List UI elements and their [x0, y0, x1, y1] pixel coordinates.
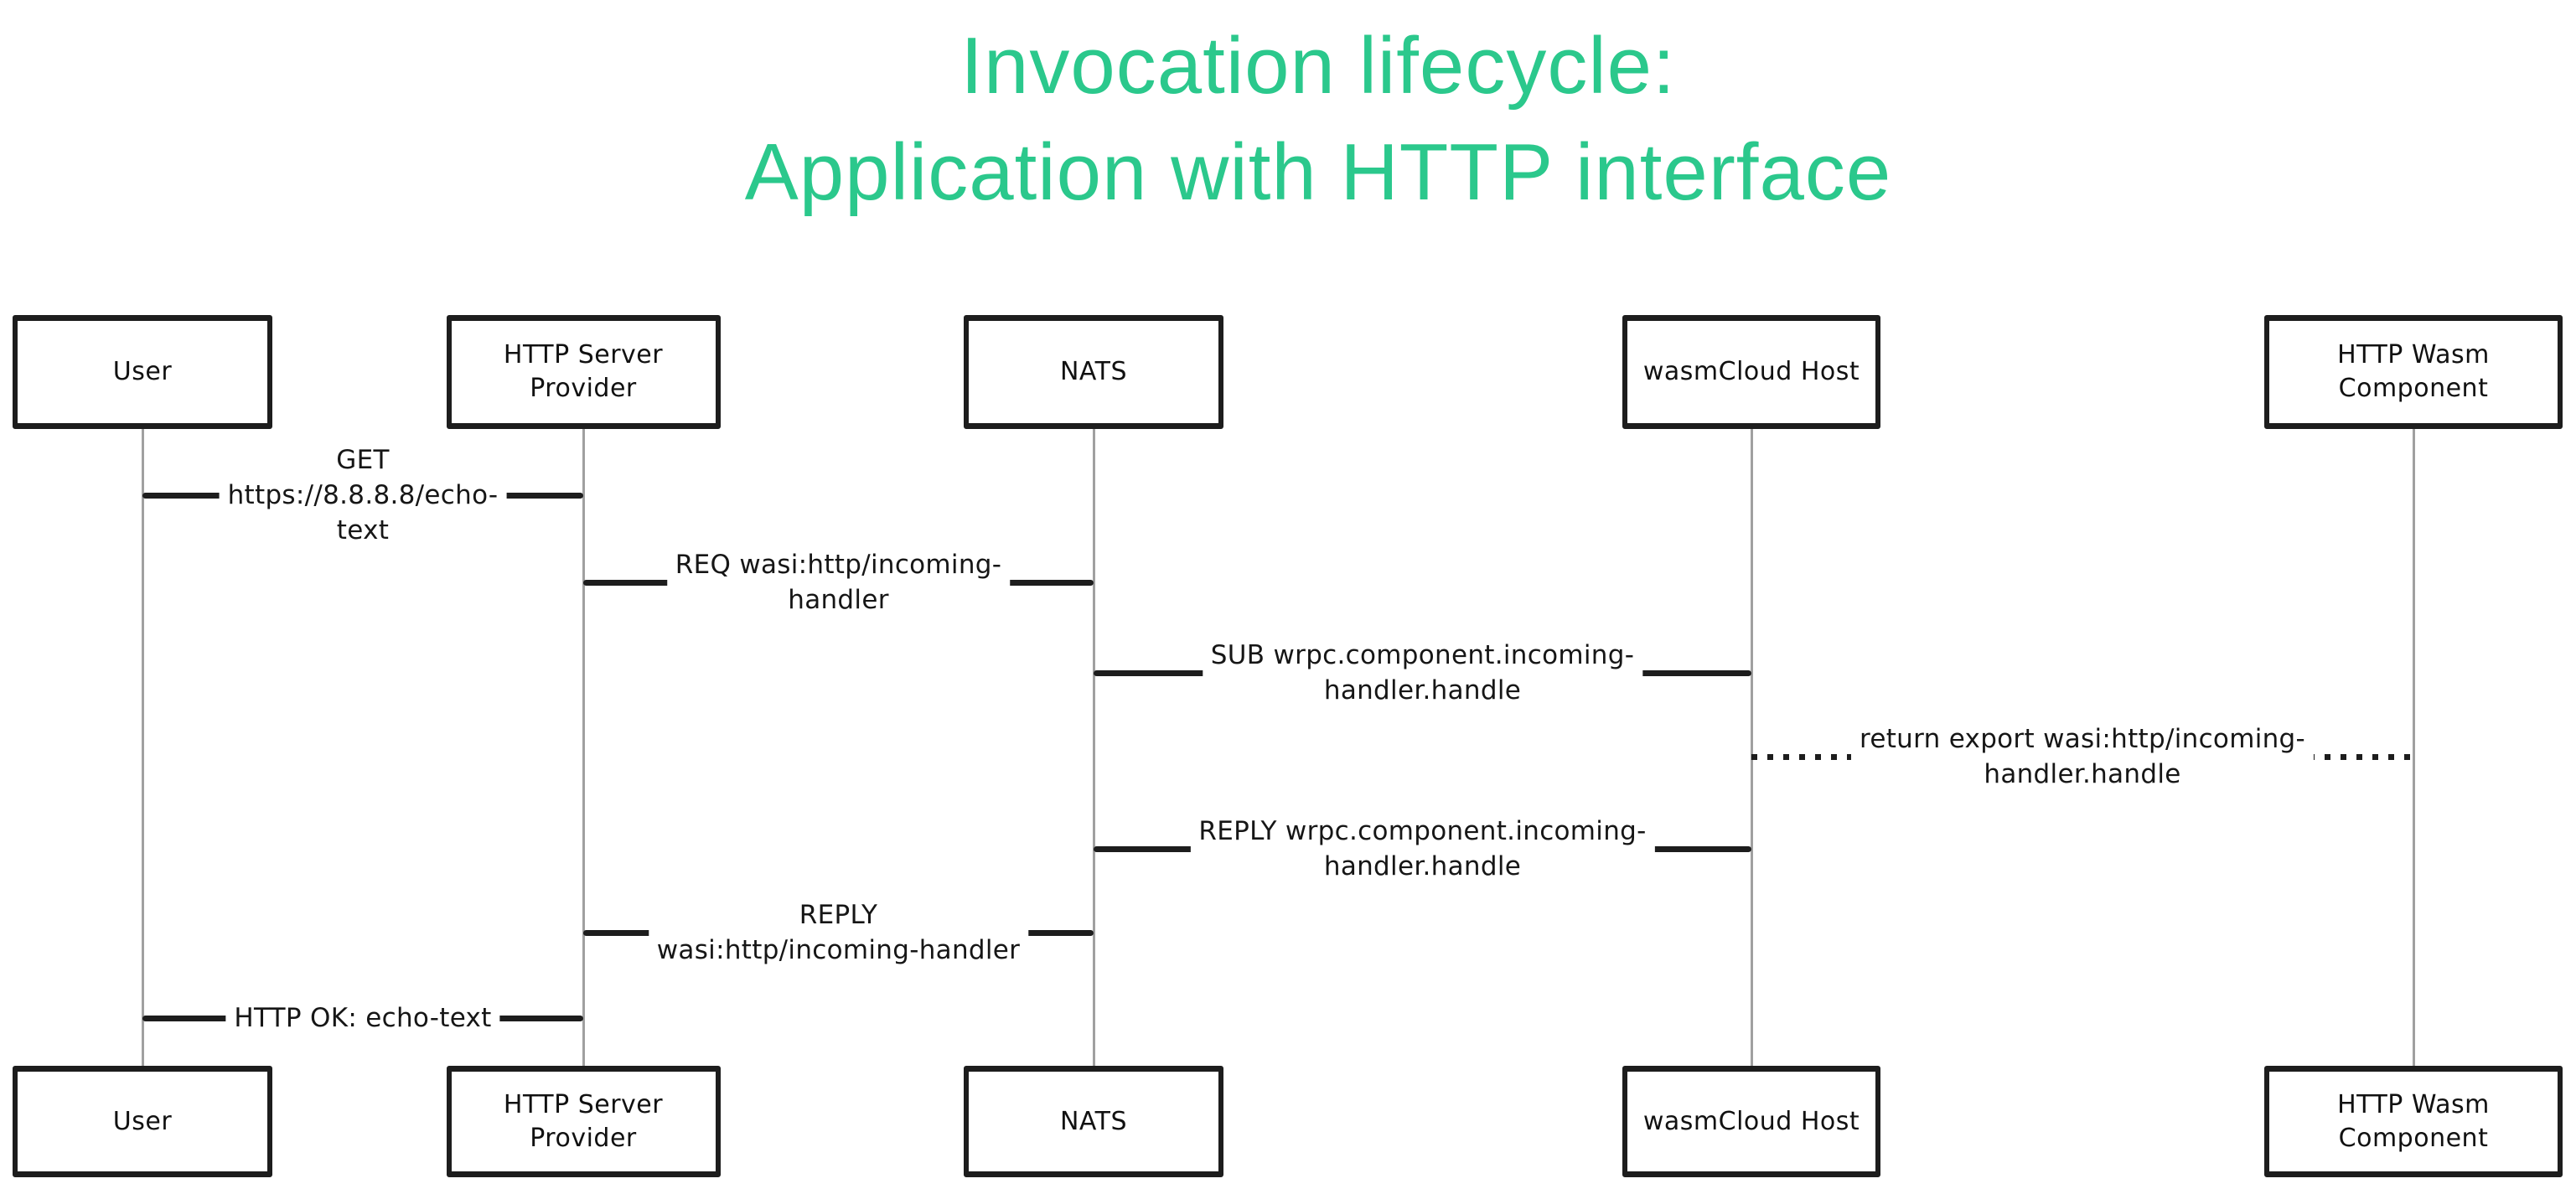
message-label-0: GET https://8.8.8.8/echo-text	[219, 442, 507, 548]
actor-label-nats: NATS	[1060, 1105, 1127, 1139]
actor-label-line: User	[112, 1106, 173, 1136]
diagram-title: Invocation lifecycle: Application with H…	[0, 13, 2576, 225]
message-label-line: HTTP OK: echo-text	[234, 1003, 492, 1033]
message-label-line: handler.handle	[1323, 851, 1522, 881]
diagram-title-line-1: Invocation lifecycle:	[960, 21, 1676, 111]
lifeline-user	[141, 426, 144, 1069]
lifeline-wasmcloud-host	[1750, 426, 1753, 1069]
actor-label-line: NATS	[1059, 357, 1127, 386]
actor-label-user: User	[113, 355, 172, 389]
actor-label-line: HTTP Server	[503, 340, 664, 370]
actor-label-wasmcloud-host: wasmCloud Host	[1643, 355, 1860, 389]
message-label-line: GET	[336, 445, 390, 475]
actor-box-top-nats: NATS	[964, 315, 1223, 429]
actor-label-wasmcloud-host: wasmCloud Host	[1643, 1105, 1860, 1139]
message-label-line: REPLY wrpc.component.incoming-	[1198, 816, 1647, 846]
message-label-6: HTTP OK: echo-text	[225, 1000, 500, 1036]
message-label-3: return export wasi:http/incoming-handler…	[1850, 721, 2315, 792]
actor-label-line: Component	[2338, 1123, 2489, 1153]
message-label-line: REPLY	[799, 900, 878, 930]
message-label-line: handler	[788, 585, 889, 615]
actor-label-line: User	[112, 357, 173, 386]
actor-label-line: wasmCloud Host	[1642, 357, 1860, 386]
actor-label-line: HTTP Server	[503, 1089, 664, 1119]
actor-label-user: User	[113, 1105, 172, 1139]
actor-box-bottom-nats: NATS	[964, 1066, 1223, 1177]
message-label-line: handler.handle	[1984, 759, 2181, 789]
message-label-line: text	[336, 515, 390, 545]
message-label-line: SUB wrpc.component.incoming-	[1210, 640, 1635, 670]
message-label-1: REQ wasi:http/incoming-handler	[666, 547, 1011, 618]
message-label-line: REQ wasi:http/incoming-	[675, 550, 1002, 580]
actor-label-line: Provider	[530, 1123, 637, 1153]
message-label-5: REPLY wasi:http/incoming-handler	[648, 897, 1029, 968]
lifeline-nats	[1092, 426, 1095, 1069]
actor-label-line: Provider	[530, 374, 637, 403]
lifeline-http-server-provider	[582, 426, 585, 1069]
message-label-4: REPLY wrpc.component.incoming-handler.ha…	[1190, 814, 1655, 884]
actor-box-bottom-wasmcloud-host: wasmCloud Host	[1622, 1066, 1880, 1177]
actor-label-line: HTTP Wasm	[2337, 1089, 2490, 1119]
diagram-title-line-2: Application with HTTP interface	[744, 127, 1892, 217]
message-label-2: SUB wrpc.component.incoming-handler.hand…	[1202, 638, 1643, 708]
actor-label-nats: NATS	[1060, 355, 1127, 389]
actor-label-line: wasmCloud Host	[1642, 1106, 1860, 1136]
actor-label-line: HTTP Wasm	[2337, 340, 2490, 370]
message-label-line: return export wasi:http/incoming-	[1859, 724, 2306, 754]
actor-label-line: NATS	[1059, 1106, 1127, 1136]
message-label-line: handler.handle	[1323, 675, 1522, 706]
actor-box-top-wasmcloud-host: wasmCloud Host	[1622, 315, 1880, 429]
message-label-line: https://8.8.8.8/echo-	[227, 480, 499, 510]
message-label-line: wasi:http/incoming-handler	[656, 935, 1021, 965]
actor-box-bottom-user: User	[13, 1066, 272, 1177]
actor-label-line: Component	[2338, 374, 2489, 403]
lifeline-http-wasm-component	[2412, 426, 2415, 1069]
actor-box-top-user: User	[13, 315, 272, 429]
